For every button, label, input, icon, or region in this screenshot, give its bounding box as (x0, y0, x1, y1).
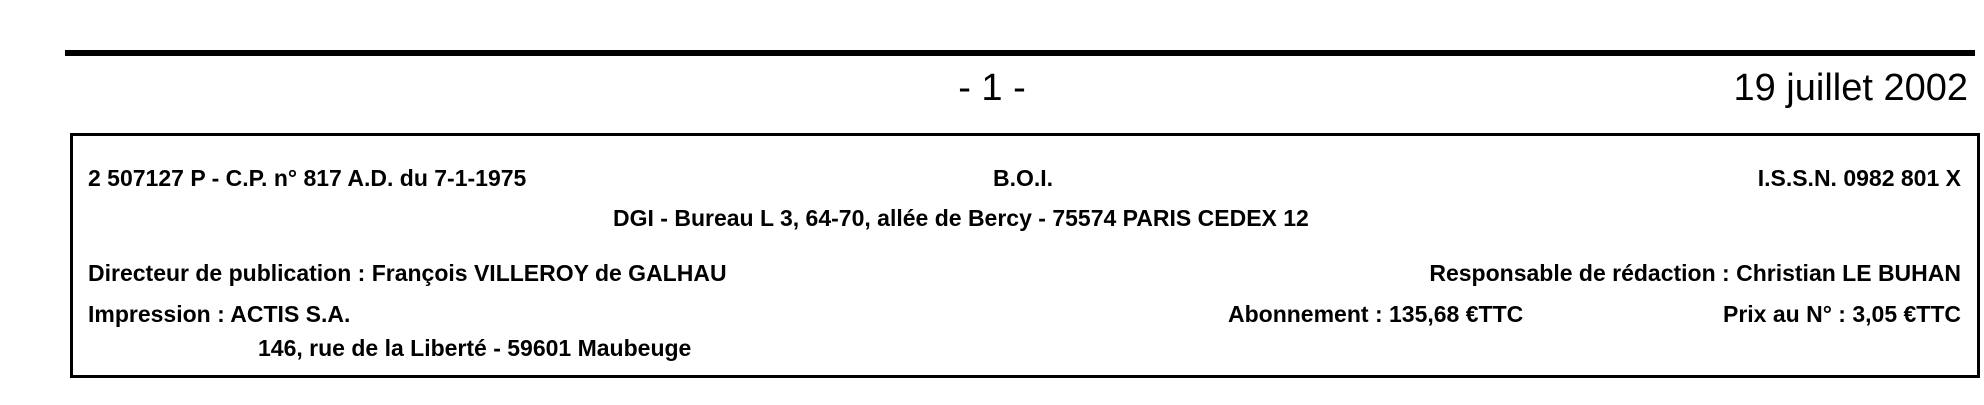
editorial-manager: Responsable de rédaction : Christian LE … (1429, 260, 1961, 286)
unit-price: Prix au N° : 3,05 €TTC (1723, 301, 1961, 327)
publication-reference: 2 507127 P - C.P. n° 817 A.D. du 7-1-197… (88, 165, 527, 191)
printer-name: Impression : ACTIS S.A. (88, 301, 351, 327)
page-number: - 1 - (958, 67, 1026, 109)
header-rule (65, 50, 1975, 56)
subscription-price: Abonnement : 135,68 €TTC (1228, 301, 1524, 327)
publication-director: Directeur de publication : François VILL… (88, 260, 727, 286)
issn-number: I.S.S.N. 0982 801 X (1757, 165, 1961, 191)
printer-address: 146, rue de la Liberté - 59601 Maubeuge (258, 335, 692, 361)
publisher-address: DGI - Bureau L 3, 64-70, allée de Bercy … (613, 205, 1309, 231)
page-date: 19 juillet 2002 (1733, 67, 1968, 109)
colophon-box: 2 507127 P - C.P. n° 817 A.D. du 7-1-197… (70, 133, 1980, 378)
bulletin-title: B.O.I. (993, 165, 1054, 191)
